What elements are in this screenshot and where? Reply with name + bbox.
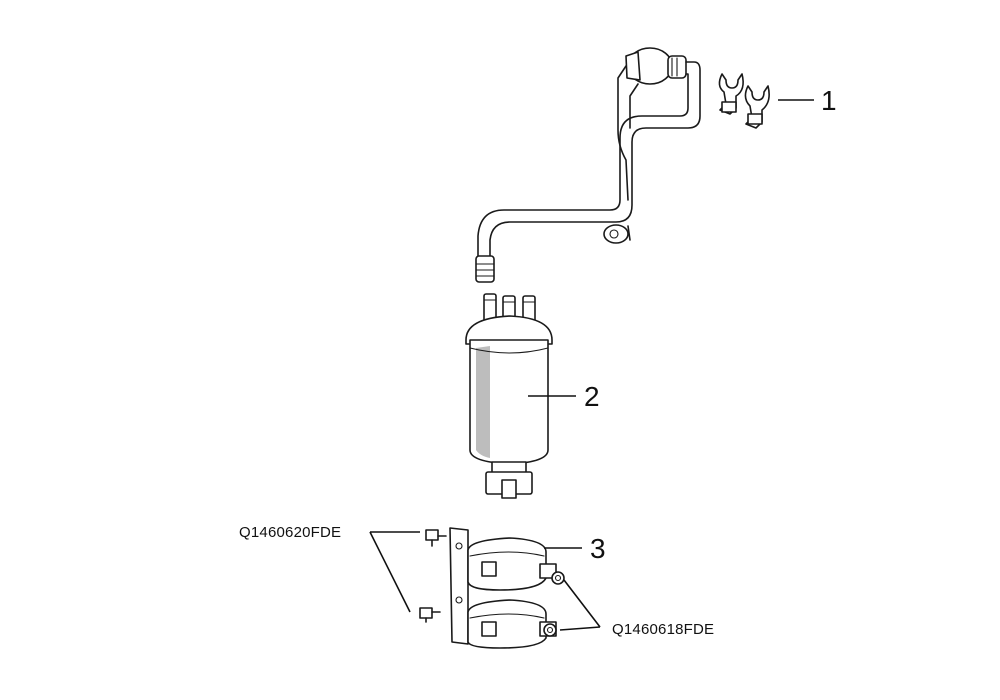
mounting-bracket	[449, 527, 557, 649]
bolt-lower-left	[419, 607, 441, 623]
bolt-upper-left	[425, 529, 447, 547]
callout-1: 1	[821, 85, 837, 116]
bolt-right-lower	[543, 623, 557, 637]
bolt-right-upper	[551, 571, 565, 585]
part-number-bolt-lower: Q1460618FDE	[612, 621, 715, 638]
callout-3: 3	[590, 533, 606, 564]
hose-clips	[718, 73, 770, 129]
part-number-bolt-upper: Q1460620FDE	[239, 524, 342, 541]
leader-line-bolt-lower	[559, 579, 601, 631]
leader-line-bolt-upper	[369, 531, 420, 613]
fuel-filter-canister	[465, 293, 553, 499]
callout-2: 2	[584, 381, 600, 412]
fuel-line-tube	[475, 47, 701, 283]
